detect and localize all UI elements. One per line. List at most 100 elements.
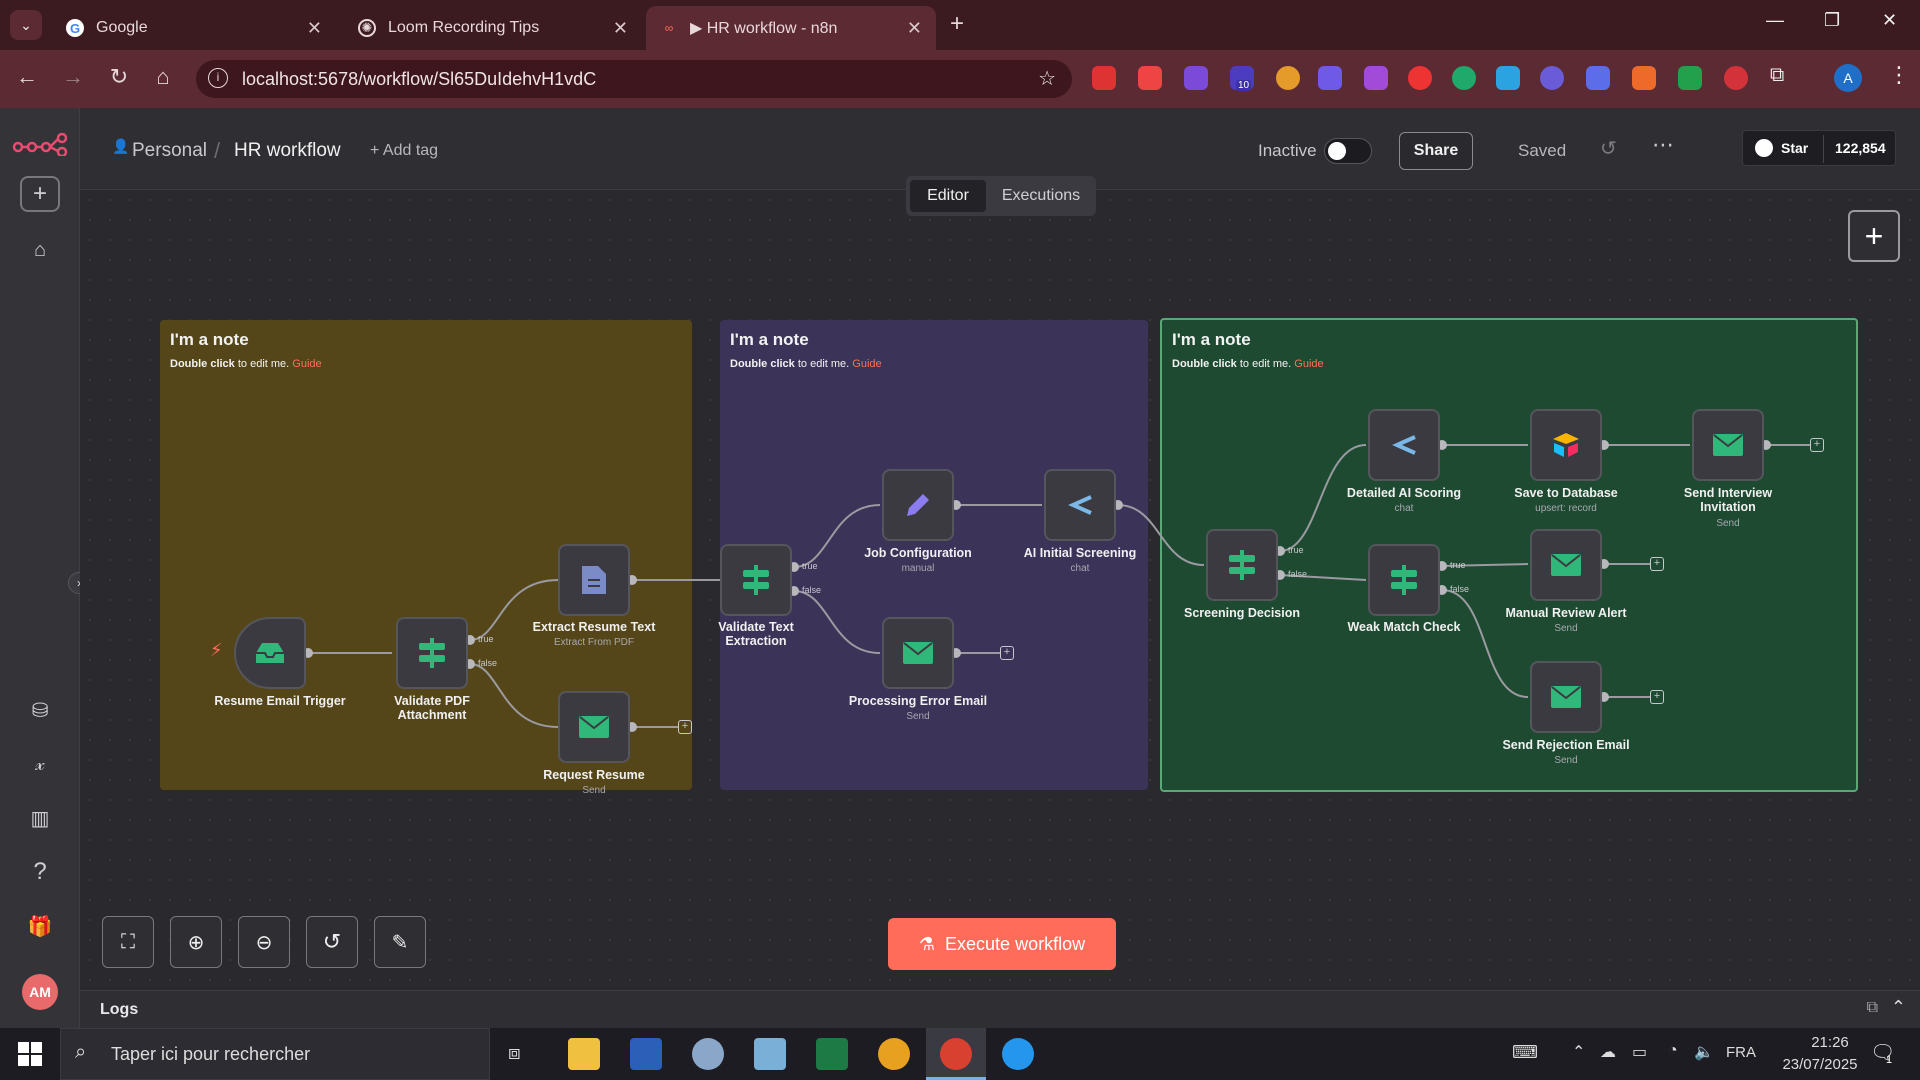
extension-icon[interactable] [1138, 66, 1162, 90]
tab-executions[interactable]: Executions [1001, 187, 1081, 204]
extension-icon[interactable] [1724, 66, 1748, 90]
fit-view-button[interactable]: ⛶ [102, 916, 154, 968]
workflow-canvas[interactable]: Editor Executions + I'm a note Double cl… [80, 176, 1920, 990]
tab-google[interactable]: G Google ✕ [52, 6, 336, 50]
extension-icon[interactable] [1184, 66, 1208, 90]
add-next-node-button[interactable]: + [1650, 690, 1664, 704]
node-resume-email-trigger[interactable] [234, 617, 306, 689]
node-extract-resume-text[interactable] [558, 544, 630, 616]
chevron-up-icon[interactable]: ⌃ [1572, 1044, 1586, 1061]
sticky-note[interactable]: I'm a note Double click to edit me. Guid… [720, 320, 1148, 790]
user-avatar[interactable]: AM [22, 974, 58, 1010]
history-icon[interactable]: ↺ [1600, 138, 1617, 160]
add-node-button[interactable]: + [1848, 210, 1900, 262]
close-icon[interactable]: ✕ [612, 18, 628, 38]
github-star-button[interactable]: Star 122,854 [1742, 130, 1896, 166]
extension-icon[interactable] [1276, 66, 1300, 90]
back-icon[interactable]: ← [16, 64, 38, 89]
browser-menu-icon[interactable]: ⋮ [1888, 62, 1910, 87]
task-view-icon[interactable]: ⧈ [508, 1042, 521, 1064]
gift-icon[interactable]: 🎁 [27, 915, 53, 938]
active-toggle[interactable] [1324, 138, 1372, 164]
extension-icon[interactable] [1540, 66, 1564, 90]
variables-icon[interactable]: 𝓍 [35, 752, 45, 775]
extension-icon[interactable] [1632, 66, 1656, 90]
reset-zoom-button[interactable]: ↺ [306, 916, 358, 968]
insights-icon[interactable]: ▥ [30, 807, 50, 830]
extension-icon[interactable] [1586, 66, 1610, 90]
project-breadcrumb[interactable]: Personal [132, 140, 207, 161]
notepad-icon[interactable] [754, 1038, 786, 1070]
add-next-node-button[interactable]: + [1000, 646, 1014, 660]
workflow-name[interactable]: HR workflow [234, 140, 341, 161]
execute-workflow-button[interactable]: ⚗ Execute workflow [888, 918, 1116, 970]
app-icon[interactable] [692, 1038, 724, 1070]
zoom-out-button[interactable]: ⊖ [238, 916, 290, 968]
create-button[interactable]: + [20, 176, 60, 212]
extension-icon[interactable] [1496, 66, 1520, 90]
tab-n8n[interactable]: ∞ ▶ HR workflow - n8n ✕ [646, 6, 936, 50]
extensions-puzzle-icon[interactable]: ⧉ [1770, 64, 1785, 86]
node-job-configuration[interactable] [882, 469, 954, 541]
profile-avatar[interactable]: A [1834, 64, 1862, 92]
notification-icon[interactable]: 🗨 [1870, 1042, 1896, 1064]
guide-link[interactable]: Guide [1294, 358, 1324, 370]
new-tab-button[interactable]: + [950, 10, 965, 37]
wifi-icon[interactable]: ◔ [1668, 1042, 1678, 1059]
close-icon[interactable]: ✕ [906, 18, 922, 38]
home-icon[interactable]: ⌂ [156, 64, 170, 89]
taskbar-search[interactable]: ⌕ Taper ici pour rechercher [60, 1028, 490, 1080]
node-manual-review-alert[interactable] [1530, 529, 1602, 601]
extension-icon[interactable] [1092, 66, 1116, 90]
node-send-rejection-email[interactable] [1530, 661, 1602, 733]
node-detailed-ai-scoring[interactable] [1368, 409, 1440, 481]
add-next-node-button[interactable]: + [1810, 438, 1824, 452]
volume-icon[interactable]: 🔈 [1694, 1044, 1714, 1061]
extension-icon[interactable] [1364, 66, 1388, 90]
node-screening-decision[interactable] [1206, 529, 1278, 601]
add-tag-link[interactable]: + Add tag [370, 142, 439, 159]
clock-date[interactable]: 23/07/2025 [1782, 1056, 1858, 1073]
chevron-up-icon[interactable]: ⌃ [1890, 997, 1906, 1017]
tab-loom[interactable]: ✺ Loom Recording Tips ✕ [344, 6, 642, 50]
bookmark-star-icon[interactable]: ☆ [1038, 68, 1056, 90]
node-validate-pdf[interactable] [396, 617, 468, 689]
share-button[interactable]: Share [1399, 132, 1473, 170]
more-options-icon[interactable]: ⋯ [1652, 132, 1674, 157]
keyboard-icon[interactable]: ⌨ [1512, 1042, 1538, 1062]
extension-icon[interactable] [1408, 66, 1432, 90]
chrome-profile-icon[interactable] [940, 1038, 972, 1070]
restore-button[interactable]: ❐ [1824, 10, 1841, 30]
node-ai-initial-screening[interactable] [1044, 469, 1116, 541]
excel-icon[interactable] [816, 1038, 848, 1070]
forward-icon[interactable]: → [62, 64, 84, 89]
node-validate-text-extraction[interactable] [720, 544, 792, 616]
node-processing-error-email[interactable] [882, 617, 954, 689]
node-save-to-database[interactable] [1530, 409, 1602, 481]
zoom-in-button[interactable]: ⊕ [170, 916, 222, 968]
word-icon[interactable] [630, 1038, 662, 1070]
address-bar[interactable]: i localhost:5678/workflow/Sl65DuIdehvH1v… [196, 60, 1072, 98]
windows-start-icon[interactable] [18, 1042, 42, 1066]
close-icon[interactable]: ✕ [306, 18, 322, 38]
tidy-up-button[interactable]: ✎ [374, 916, 426, 968]
extension-icon[interactable] [1318, 66, 1342, 90]
sticky-note[interactable]: I'm a note Double click to edit me. Guid… [1160, 318, 1858, 792]
clock-time[interactable]: 21:26 [1811, 1034, 1849, 1051]
chrome-icon[interactable] [878, 1038, 910, 1070]
extension-icon[interactable] [1678, 66, 1702, 90]
guide-link[interactable]: Guide [852, 358, 882, 370]
home-icon[interactable]: ⌂ [33, 238, 47, 261]
battery-icon[interactable]: ▭ [1632, 1044, 1648, 1061]
n8n-logo[interactable] [12, 132, 68, 158]
onedrive-icon[interactable]: ☁ [1600, 1044, 1616, 1061]
node-weak-match-check[interactable] [1368, 544, 1440, 616]
node-request-resume[interactable] [558, 691, 630, 763]
extension-icon[interactable] [1452, 66, 1476, 90]
add-next-node-button[interactable]: + [1650, 557, 1664, 571]
docker-icon[interactable] [1002, 1038, 1034, 1070]
close-window-button[interactable]: ✕ [1882, 10, 1898, 30]
file-explorer-icon[interactable] [568, 1038, 600, 1070]
reload-icon[interactable]: ↻ [109, 64, 129, 89]
node-send-interview-invitation[interactable] [1692, 409, 1764, 481]
